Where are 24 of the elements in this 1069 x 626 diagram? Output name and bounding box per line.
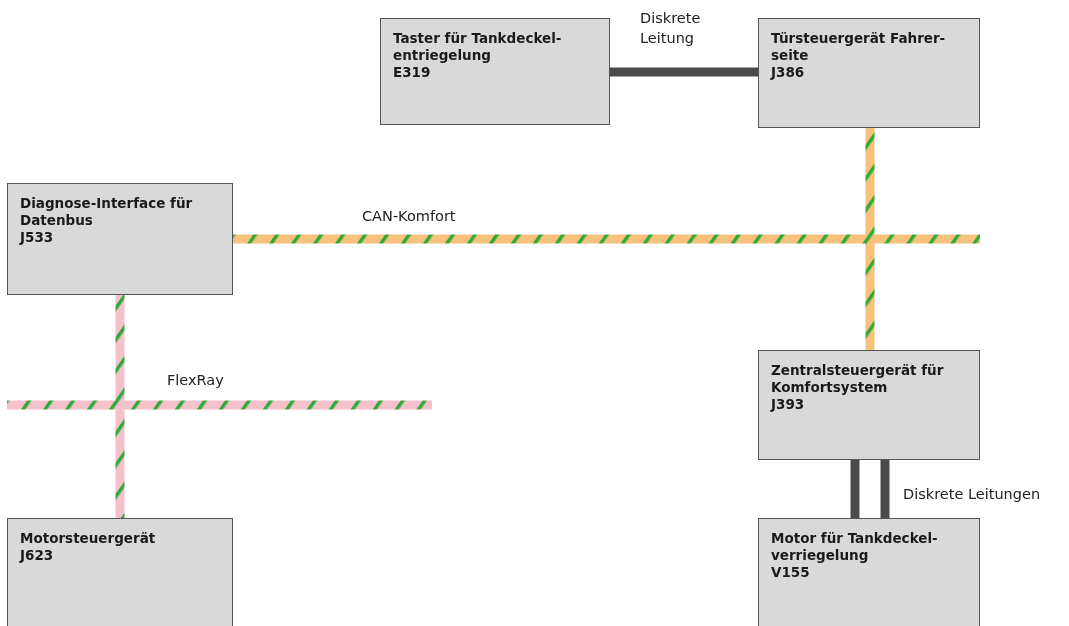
control-unit-box (7, 518, 233, 626)
unit-code: J533 (20, 229, 55, 246)
wire-line (880, 460, 890, 518)
unit-name: Motorsteuergerät (20, 530, 157, 547)
unit-name: Zentralsteuergerät für Komfortsystem (771, 362, 945, 396)
control-unit-box (380, 18, 610, 125)
unit-code: V155 (771, 564, 811, 581)
control-unit-box (7, 183, 233, 295)
bus-line (115, 295, 125, 518)
unit-name: Diagnose-Interface für Datenbus (20, 195, 194, 229)
control-unit-box (758, 350, 980, 460)
unit-name: Türsteuergerät Fahrer-seite (771, 30, 947, 64)
wire-line (610, 67, 758, 77)
wire-line (850, 460, 860, 518)
bus-line (233, 234, 980, 244)
unit-name: Motor für Tankdeckel-verriegelung (771, 530, 939, 564)
control-unit-box (758, 18, 980, 128)
unit-code: J386 (771, 64, 806, 81)
unit-code: J393 (771, 396, 806, 413)
unit-code: E319 (393, 64, 432, 81)
bus-line (865, 128, 875, 350)
unit-name: Taster für Tankdeckel-entriegelung (393, 30, 563, 64)
control-unit-box (758, 518, 980, 626)
unit-code: J623 (20, 547, 55, 564)
